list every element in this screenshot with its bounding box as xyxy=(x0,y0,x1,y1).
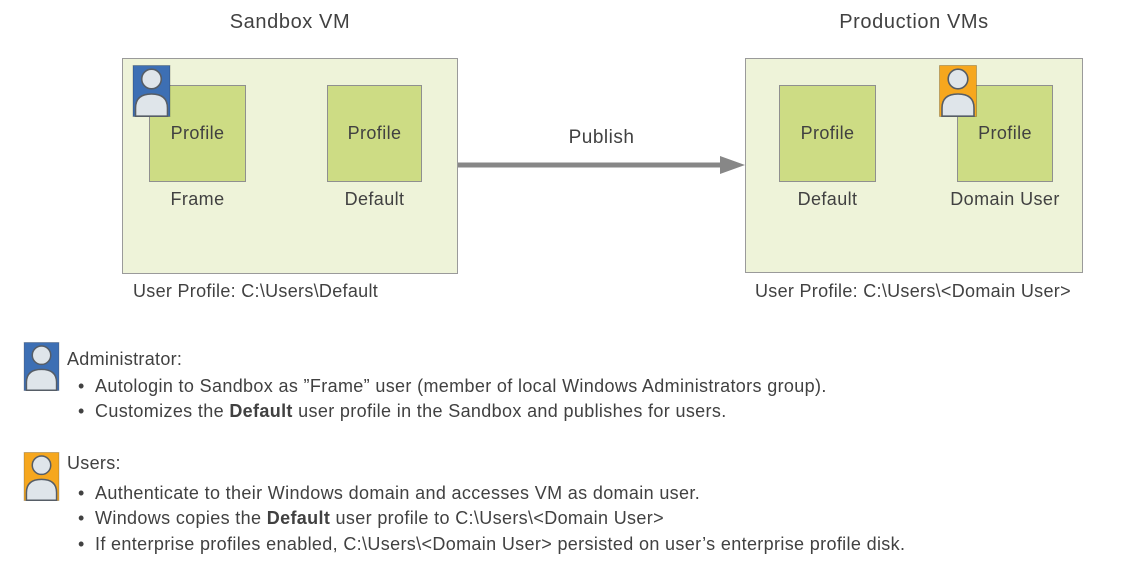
bullet-text: Customizes the Default user profile in t… xyxy=(95,401,727,422)
profile-box-label: Profile xyxy=(170,123,225,143)
profile-caption-domain-user: Domain User xyxy=(950,189,1060,209)
profile-caption-frame: Frame xyxy=(170,189,225,209)
legend-users-heading: Users: xyxy=(67,453,121,473)
legend-admin-heading: Administrator: xyxy=(67,349,183,369)
sandbox-user-profile-path: User Profile: C:\Users\Default xyxy=(133,281,379,301)
production-user-profile-path: User Profile: C:\Users\<Domain User> xyxy=(755,281,1071,301)
legend-users-bullets: • Authenticate to their Windows domain a… xyxy=(67,481,905,557)
bullet-marker-icon: • xyxy=(78,401,85,422)
profile-caption-production-default: Default xyxy=(797,189,858,209)
bullet-text: Authenticate to their Windows domain and… xyxy=(95,483,701,503)
publish-label: Publish xyxy=(568,127,635,148)
bullet-marker-icon: • xyxy=(78,508,85,529)
publish-arrow-icon xyxy=(458,150,745,180)
production-vms-title: Production VMs xyxy=(839,11,989,33)
legend-bullet: • Autologin to Sandbox as ”Frame” user (… xyxy=(67,374,827,399)
legend-bullet: • Authenticate to their Windows domain a… xyxy=(67,481,905,506)
bullet-marker-icon: • xyxy=(78,483,85,503)
profile-box-production-default: Profile xyxy=(779,85,876,182)
sandbox-vm-title: Sandbox VM xyxy=(229,11,351,33)
domain-user-icon xyxy=(939,65,977,117)
legend-bullet: • Windows copies the Default user profil… xyxy=(67,506,905,531)
domain-user-icon xyxy=(23,452,60,501)
profile-box-sandbox-default: Profile xyxy=(327,85,422,182)
bullet-text: If enterprise profiles enabled, C:\Users… xyxy=(95,533,906,554)
profile-box-label: Profile xyxy=(978,123,1032,143)
bullet-text: Windows copies the Default user profile … xyxy=(95,508,664,529)
profile-box-label: Profile xyxy=(347,123,402,143)
bullet-marker-icon: • xyxy=(78,376,85,396)
legend-bullet: • Customizes the Default user profile in… xyxy=(67,399,827,424)
bullet-marker-icon: • xyxy=(78,533,85,554)
legend-admin-bullets: • Autologin to Sandbox as ”Frame” user (… xyxy=(67,374,827,425)
profile-caption-sandbox-default: Default xyxy=(344,189,405,209)
bullet-text: Autologin to Sandbox as ”Frame” user (me… xyxy=(95,376,827,396)
admin-user-icon xyxy=(132,65,171,117)
profile-box-label: Profile xyxy=(800,123,855,143)
admin-user-icon xyxy=(23,342,60,391)
legend-bullet: • If enterprise profiles enabled, C:\Use… xyxy=(67,532,905,557)
